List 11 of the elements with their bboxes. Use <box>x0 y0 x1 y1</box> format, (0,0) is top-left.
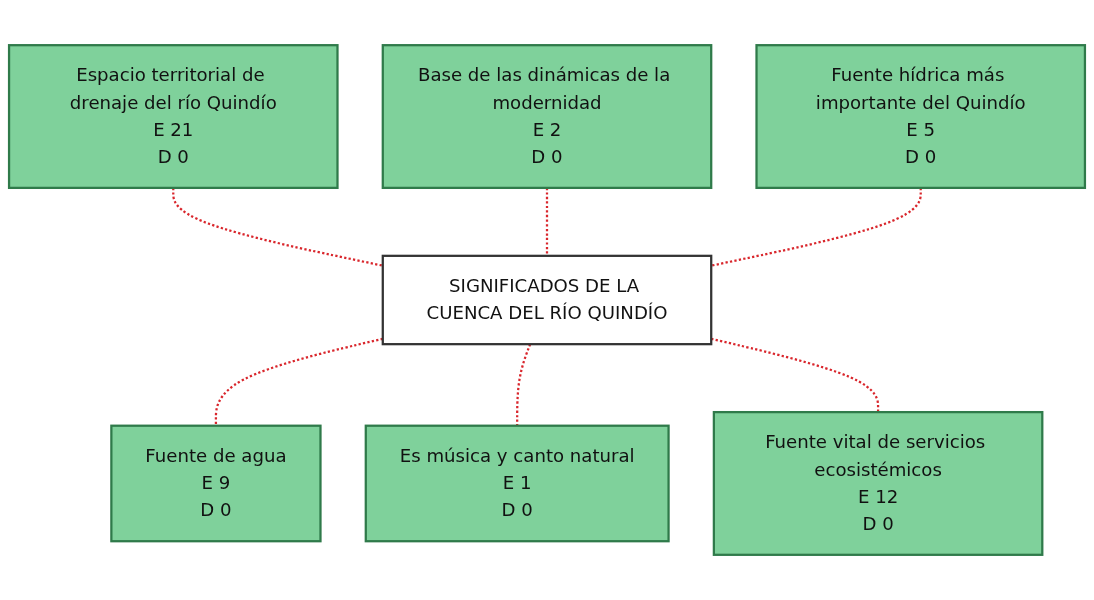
node-box: Base de las dinámicas de la modernidad E 2 D 0 <box>381 44 713 189</box>
node-box: SIGNIFICADOS DE LA CUENCA DEL RÍO QUINDÍO <box>381 254 713 346</box>
node-box: Fuente de agua E 9 D 0 <box>110 424 322 543</box>
connector <box>545 187 549 256</box>
node-box: Espacio territorial de drenaje del río Quindío E 21 D 0 <box>7 44 339 189</box>
node-box: Fuente vital de servicios ecosistémicos E 12 D 0 <box>712 411 1044 556</box>
connector <box>172 187 383 267</box>
connector <box>710 337 880 413</box>
node-box: Fuente hídrica más importante del Quindío E 5 D 0 <box>755 44 1087 189</box>
node-box: Es música y canto natural E 1 D 0 <box>364 424 670 543</box>
connector <box>711 187 922 267</box>
